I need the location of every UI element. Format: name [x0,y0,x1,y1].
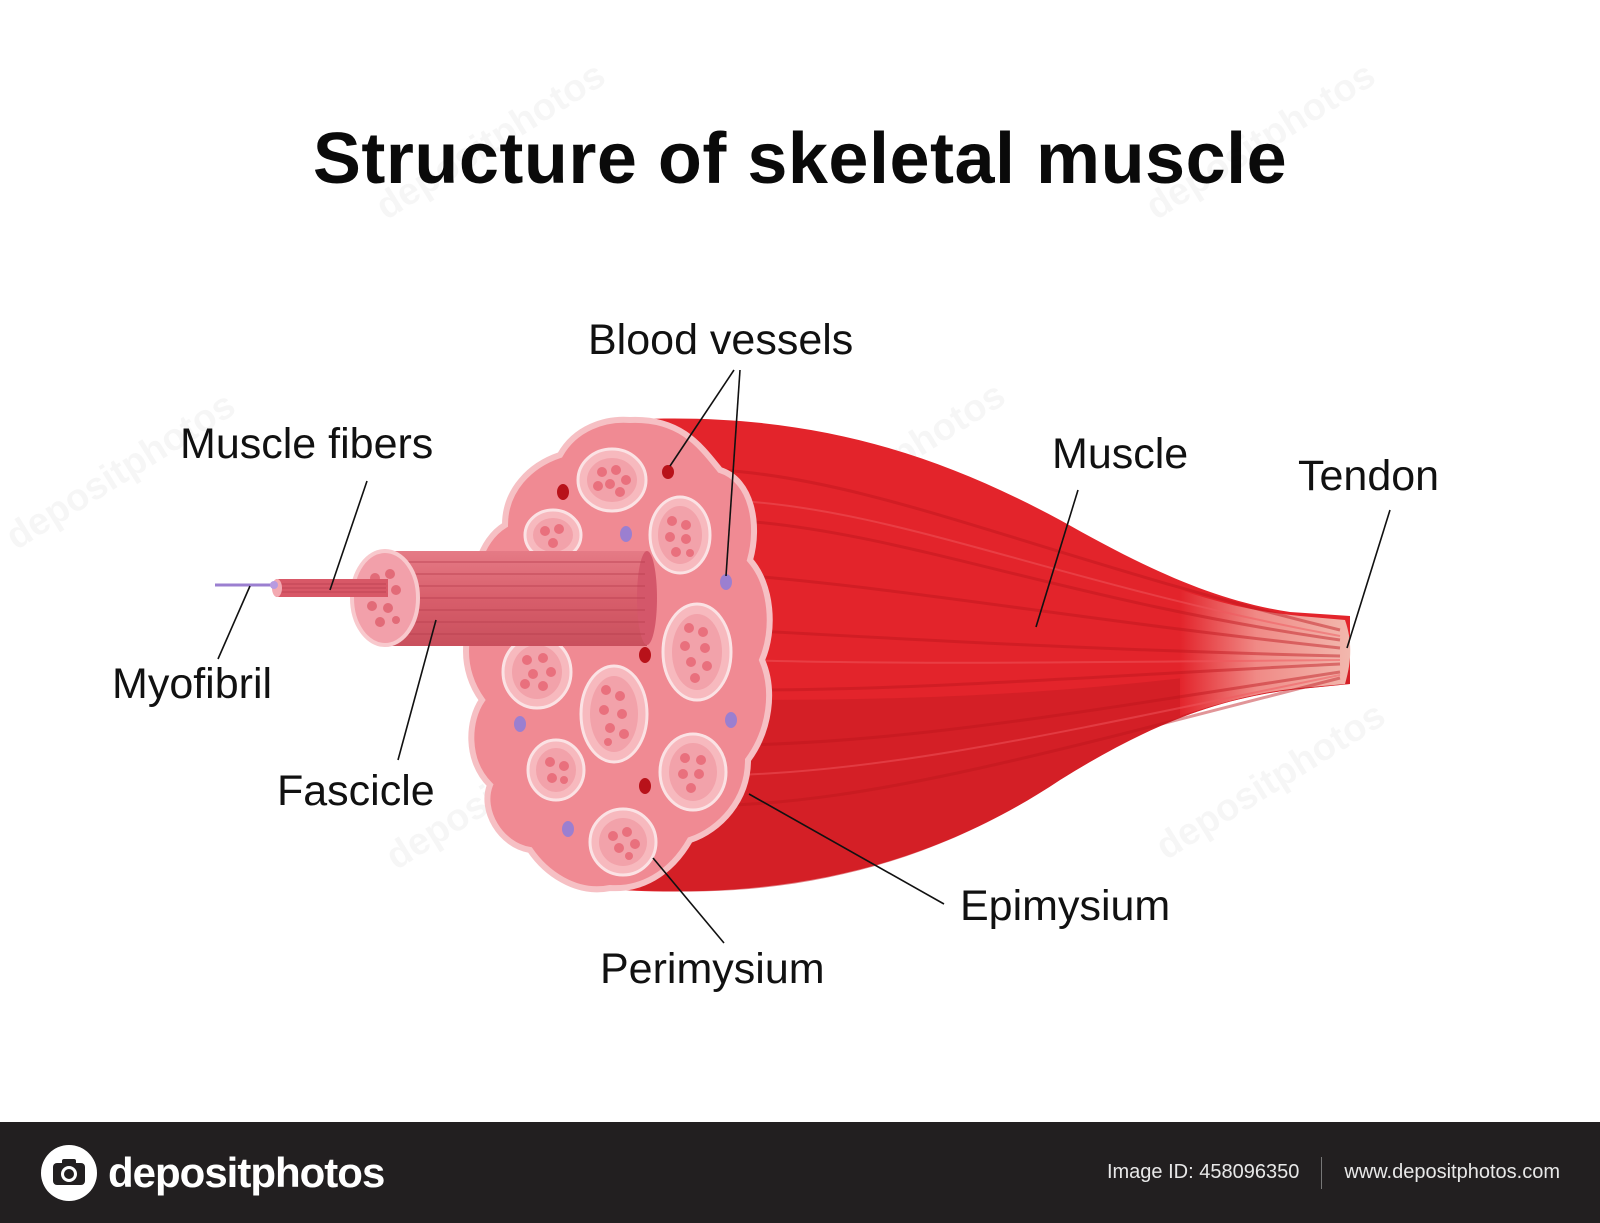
muscle-striations [719,468,1341,807]
footer-divider [1321,1156,1323,1189]
label-epimysium: Epimysium [960,882,1171,930]
footer-meta: Image ID: 458096350 www.depositphotos.co… [1107,1122,1560,1223]
muscle-diagram [215,369,1391,944]
leader-lines [217,369,1391,944]
muscle-fiber [272,579,388,597]
label-muscle: Muscle [1052,430,1189,478]
label-tendon: Tendon [1298,452,1440,500]
blood-vessel-dots [557,465,674,794]
label-fascicle: Fascicle [277,767,435,815]
brand-name: depositphotos [108,1149,385,1196]
nerve-dots [514,526,737,837]
label-blood-vessels: Blood vessels [588,316,854,364]
label-muscle-fibers: Muscle fibers [180,420,434,468]
label-perimysium: Perimysium [600,945,825,993]
page-title: Structure of skeletal muscle [312,119,1288,199]
brand-logo[interactable]: depositphotos [40,1144,385,1202]
footer-bar: depositphotos Image ID: 458096350 www.de… [0,1122,1600,1223]
site-url[interactable]: www.depositphotos.com [1344,1161,1560,1183]
label-myofibril: Myofibril [112,660,273,708]
diagram-stage: Structure of skeletal muscle depositphot… [112,119,1440,993]
image-id: Image ID: 458096350 [1106,1161,1300,1183]
fascicle-cylinder [350,549,657,647]
tendon [1180,590,1351,716]
camera-icon [41,1145,97,1201]
fascicles [501,447,733,877]
myofibril [215,581,278,589]
